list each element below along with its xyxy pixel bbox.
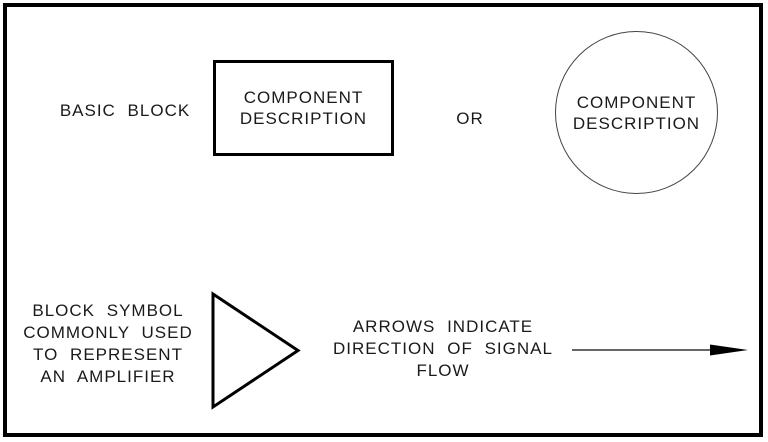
basic-block-label: BASIC BLOCK <box>59 101 191 120</box>
or-label: OR <box>456 109 484 128</box>
component-rectangle-symbol: COMPONENT DESCRIPTION <box>213 60 394 156</box>
figure-border <box>3 3 763 437</box>
signal-flow-description-label: ARROWS INDICATE DIRECTION OF SIGNAL FLOW <box>333 317 553 380</box>
component-circle-symbol: COMPONENT DESCRIPTION <box>555 31 718 194</box>
signal-flow-arrow-head-icon <box>710 344 748 356</box>
amplifier-description-label: BLOCK SYMBOL COMMONLY USED TO REPRESENT … <box>23 301 193 386</box>
amplifier-triangle-icon <box>211 291 301 410</box>
component-circle-text: COMPONENT DESCRIPTION <box>572 92 701 133</box>
component-rectangle-text: COMPONENT DESCRIPTION <box>239 88 368 128</box>
